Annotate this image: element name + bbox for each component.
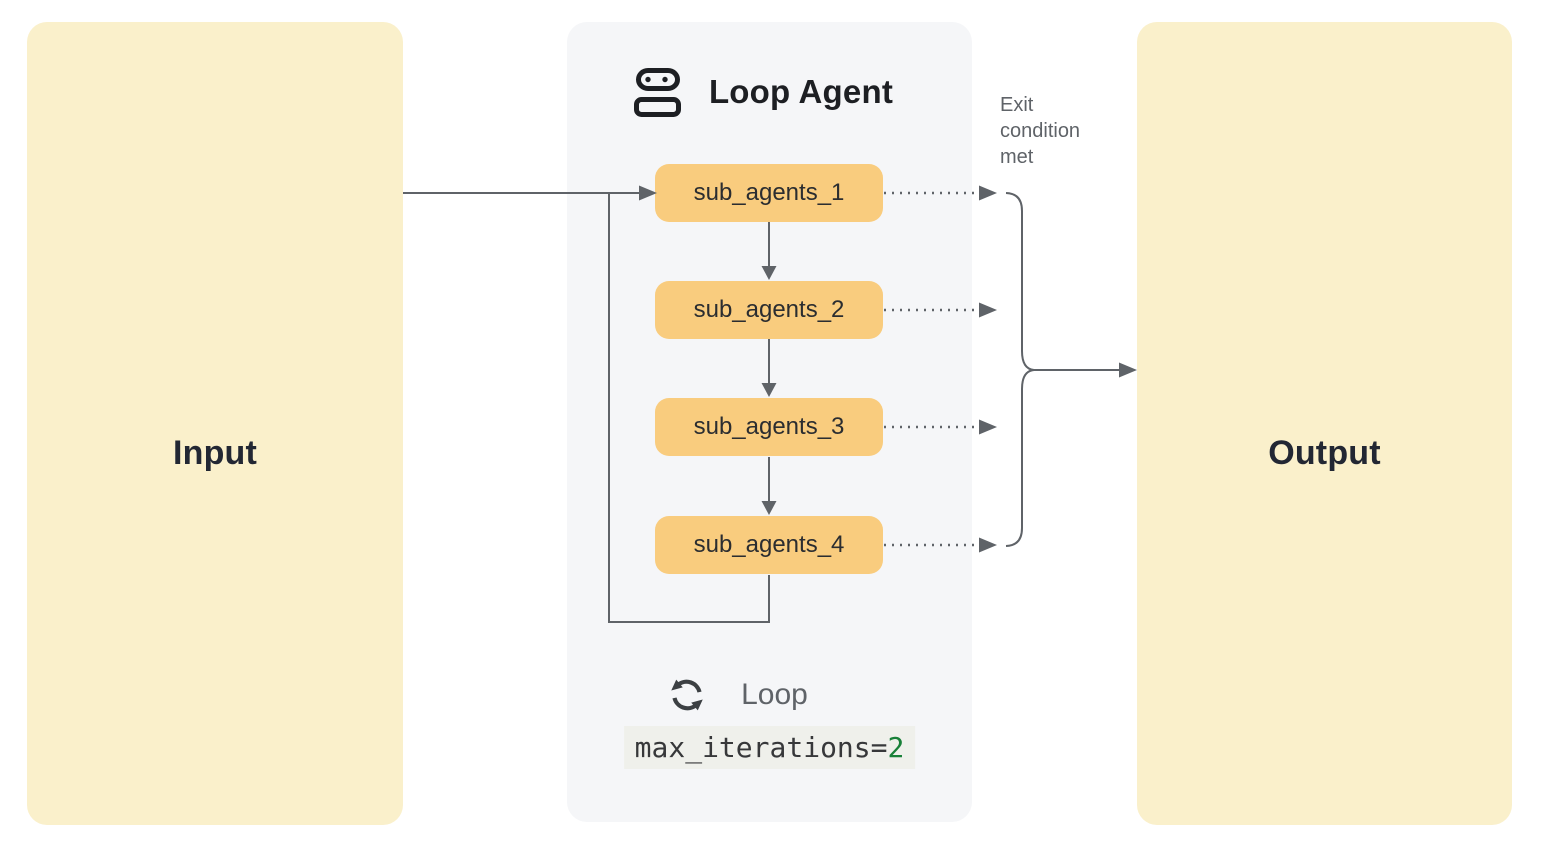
robot-eye-left <box>645 76 651 82</box>
sub-agent-box-1: sub_agents_1 <box>655 164 883 222</box>
sub-agent-label-4: sub_agents_4 <box>693 531 845 558</box>
exit-arrowhead-3 <box>979 419 997 435</box>
loop-agent-title: Loop Agent <box>708 73 894 110</box>
sub-agent-label-3: sub_agents_3 <box>693 413 845 440</box>
sub-agent-label-1: sub_agents_1 <box>693 179 845 206</box>
loop-agent-panel: Loop Agent sub_agents_1 sub_agents_2 sub… <box>567 22 972 822</box>
code-value: 2 <box>887 731 905 764</box>
loop-cycle-icon <box>671 679 703 711</box>
exit-arrowhead-1 <box>979 185 997 201</box>
input-label: Input <box>172 434 258 472</box>
loop-agent-header: Loop Agent <box>561 66 966 118</box>
brace-connector <box>1005 192 1035 547</box>
exit-condition-label: Exit condition met <box>1000 94 1081 168</box>
exit-arrowhead-2 <box>979 302 997 318</box>
sub-agent-box-2: sub_agents_2 <box>655 281 883 339</box>
exit-arrowhead-4 <box>979 537 997 553</box>
output-box: Output <box>1137 22 1512 825</box>
robot-eye-right <box>662 76 668 82</box>
max-iterations-code: max_iterations=2 <box>623 726 916 769</box>
loop-footer: Loop <box>535 673 940 717</box>
sub-agent-label-2: sub_agents_2 <box>693 296 845 323</box>
sub-agent-box-4: sub_agents_4 <box>655 516 883 574</box>
input-box: Input <box>27 22 403 825</box>
code-text: max_iterations= <box>634 731 888 764</box>
output-label: Output <box>1268 434 1381 472</box>
loop-label: Loop <box>741 678 808 711</box>
robot-icon <box>633 67 681 117</box>
sub-agent-box-3: sub_agents_3 <box>655 398 883 456</box>
output-arrowhead <box>1119 362 1137 378</box>
